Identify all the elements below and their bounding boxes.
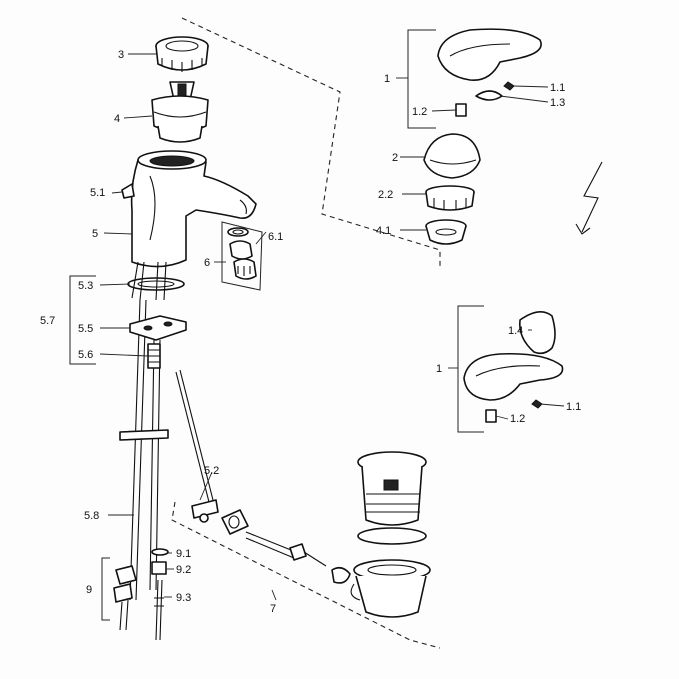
callout-1-top: 1 (384, 73, 390, 85)
callout-1-3: 1.3 (550, 97, 565, 109)
part-2-2-ring (425, 185, 475, 211)
callout-5-6: 5.6 (78, 349, 93, 361)
callout-5-2: 5.2 (204, 465, 219, 477)
callout-1-1-top: 1.1 (550, 82, 565, 94)
callout-5-3: 5.3 (78, 280, 93, 292)
part-7-popup-linkage (221, 509, 351, 584)
callout-7: 7 (270, 603, 276, 615)
lightning-bolt-icon (575, 161, 603, 235)
callout-9-1: 9.1 (176, 548, 191, 560)
callout-5-5: 5.5 (78, 323, 93, 335)
callout-1-1-bottom: 1.1 (566, 401, 581, 413)
callout-2: 2 (392, 152, 398, 164)
callout-9: 9 (86, 584, 92, 596)
part-9-nuts (113, 548, 169, 641)
callout-2-2: 2.2 (378, 189, 393, 201)
part-5-faucet-body (121, 150, 257, 268)
part-3-cap-ring (155, 36, 209, 72)
callout-3: 3 (118, 49, 124, 61)
supply-pipes (119, 261, 169, 601)
callout-1-bottom: 1 (436, 363, 442, 375)
left-brackets (69, 275, 110, 621)
callout-5-7: 5.7 (40, 315, 55, 327)
dashed-guide-lower (171, 501, 441, 649)
drain-assembly (350, 451, 431, 618)
part-5-3-washer (127, 277, 185, 291)
leader-lines (99, 53, 565, 601)
callout-1-4: 1.4 (508, 325, 523, 337)
handle-group-top (407, 28, 542, 129)
callout-9-3: 9.3 (176, 592, 191, 604)
callout-1-2-top: 1.2 (412, 106, 427, 118)
part-5-5-fixing-plate (129, 315, 187, 341)
part-2-dome-cover (423, 133, 481, 179)
callout-4: 4 (114, 113, 120, 125)
part-6-aerator (221, 221, 263, 291)
callout-5-1: 5.1 (90, 187, 105, 199)
part-5-6-stud (147, 343, 161, 369)
callout-1-2-bottom: 1.2 (510, 413, 525, 425)
callout-6: 6 (204, 257, 210, 269)
dashed-guide-upper (181, 17, 441, 266)
callout-labels: 3 4 5.1 5 6.1 6 5.3 5.7 5.5 5.6 5.2 5.8 … (40, 49, 581, 615)
callout-4-1: 4.1 (376, 225, 391, 237)
handle-group-bottom (457, 305, 564, 433)
part-5-2-lift-rod (175, 369, 219, 523)
callout-9-2: 9.2 (176, 564, 191, 576)
callout-5-8: 5.8 (84, 510, 99, 522)
part-4-1-adapter (425, 219, 467, 245)
callout-6-1: 6.1 (268, 231, 283, 243)
part-4-cartridge (151, 81, 209, 143)
callout-5: 5 (92, 228, 98, 240)
